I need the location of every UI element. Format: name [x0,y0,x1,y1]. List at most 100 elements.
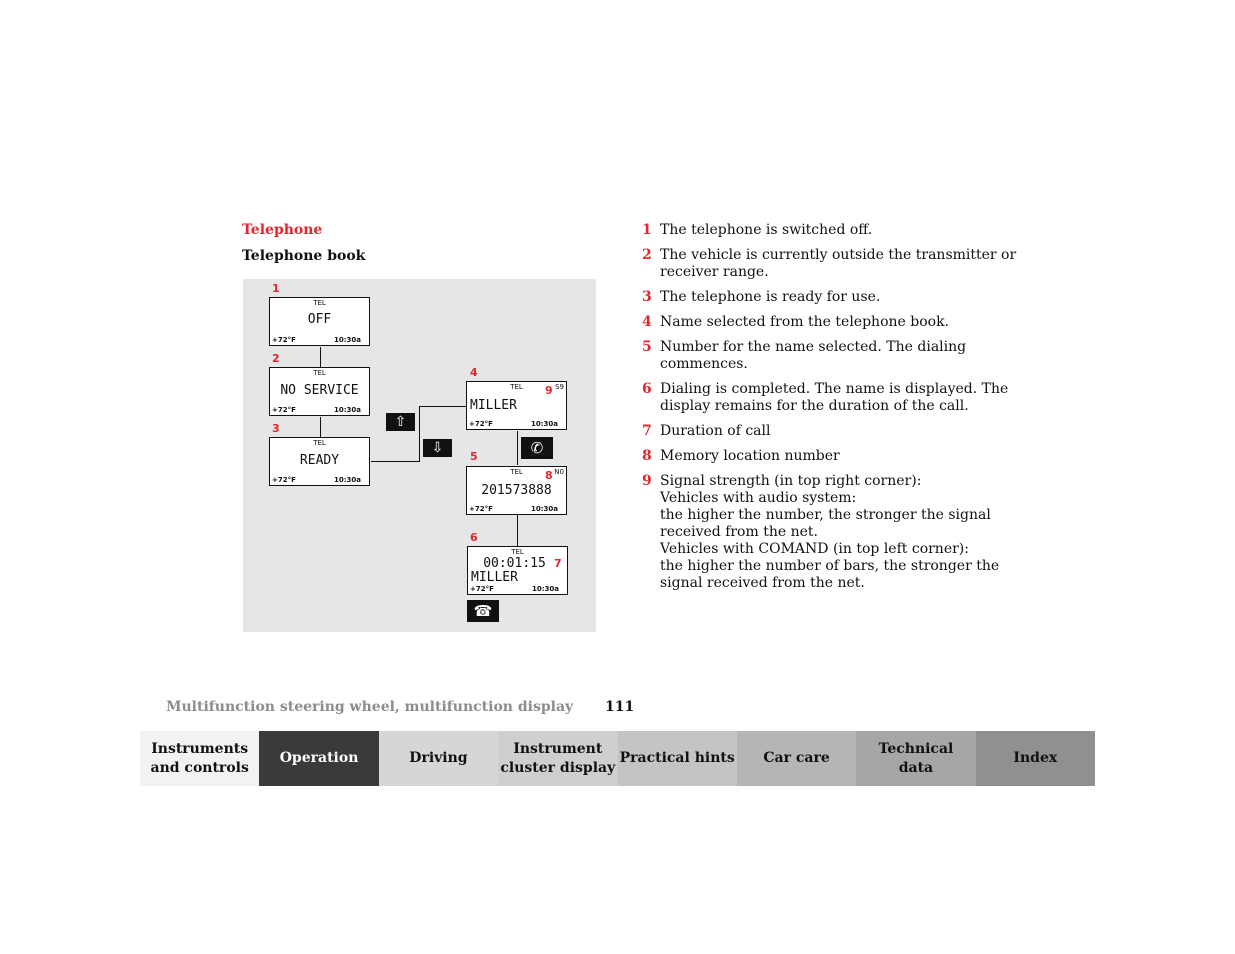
legend-item: 7 Duration of call [642,423,987,440]
lcd-temp: +72°F [469,505,493,513]
lcd-memory-location: N0 [554,468,564,476]
legend-text-line: commences. [660,356,748,372]
legend-text-line: Memory location number [660,448,840,464]
callout-number: 7 [554,557,562,570]
legend-number: 5 [642,339,652,355]
legend-text-line: Name selected from the telephone book. [660,314,949,330]
legend-number: 9 [642,473,652,489]
lcd-time: 10:30a [333,476,361,484]
legend-text: Dialing is completed. The name is displa… [660,381,1008,415]
down-arrow-key-icon: ⇩ [423,439,452,457]
legend-text-line: Duration of call [660,423,771,439]
nav-tab-label-line: data [898,759,934,776]
connector-line [320,347,321,368]
legend-text: Name selected from the telephone book. [660,314,987,331]
subsection-title: Telephone book [242,248,366,264]
lcd-main-text: 201573888 [481,483,552,498]
legend-number: 2 [642,247,652,263]
callout-number: 6 [470,531,478,544]
nav-tab-label-line: and controls [150,759,249,776]
legend-text-line: The vehicle is currently outside the tra… [660,247,1017,263]
legend-text-line: Signal strength (in top right corner): [660,473,922,489]
nav-tab-label-line: Operation [279,750,359,766]
lcd-temp: +72°F [470,585,494,593]
callout-number: 5 [470,450,478,463]
lcd-footer: +72°F 10:30a [272,476,361,484]
nav-tab[interactable]: Practical hints [617,731,737,786]
callout-number: 4 [470,366,478,379]
nav-tab-label-line: Index [1013,750,1058,766]
legend-text: The telephone is ready for use. [660,289,987,306]
legend-text: The telephone is switched off. [660,222,987,239]
connector-line [419,406,420,462]
lcd-signal-indicator: S9 [555,383,564,391]
lcd-call-duration: 00:01:15 [483,556,546,571]
nav-tab-label-line: cluster display [500,759,616,776]
legend-text: Number for the name selected. The dialin… [660,339,987,373]
legend-text-line: Dialing is completed. The name is displa… [660,381,1009,397]
legend-text-line: Vehicles with audio system: [660,490,857,506]
lcd-temp: +72°F [272,336,296,344]
lcd-time: 10:30a [333,406,361,414]
callout-number: 1 [272,282,280,295]
lcd-main-text: OFF [307,312,332,327]
legend-number: 8 [642,448,652,464]
nav-tab-label: Driving [409,749,467,768]
lcd-tel-label: TEL [510,468,523,476]
phone-send-key-icon: ✆ [521,437,553,459]
nav-tab-label: Practical hints [620,749,735,768]
nav-tab[interactable]: Driving [378,731,499,786]
legend-text-line: receiver range. [660,264,769,280]
lcd-tel-label: TEL [313,299,326,307]
lcd-tel-label: TEL [510,383,523,391]
nav-tab[interactable]: Index [975,731,1095,786]
connector-line [371,461,419,462]
legend-item: 8 Memory location number [642,448,987,465]
legend-number: 7 [642,423,652,439]
lcd-temp: +72°F [272,476,296,484]
legend-item: 2 The vehicle is currently outside the tr… [642,247,1016,281]
phone-end-key-icon: ☎ [467,600,499,622]
nav-tab-label: Instrument cluster display [500,740,615,778]
lcd-main-text: MILLER [470,398,517,413]
nav-tab[interactable]: Car care [736,731,857,786]
legend-text: Memory location number [660,448,987,465]
connector-line [517,515,518,546]
lcd-main-text-2: MILLER [471,570,518,585]
legend-text-line: Vehicles with COMAND (in top left corner… [660,541,969,557]
lcd-tel-label: TEL [313,439,326,447]
legend-text-line: signal received from the net. [660,575,865,591]
legend-text-line: display remains for the duration of the … [660,398,969,414]
legend-text: Signal strength (in top right corner):Ve… [660,473,999,592]
legend-number: 6 [642,381,652,397]
nav-tab-label-line: Practical hints [619,750,735,766]
nav-tab-label-line: Instrument [513,740,603,757]
nav-tab[interactable]: Operation [259,731,379,786]
legend-text-line: The telephone is ready for use. [660,289,881,305]
legend-text-line: Number for the name selected. The dialin… [660,339,967,355]
legend-text-line: the higher the number of bars, the stron… [660,558,1000,574]
nav-tab[interactable]: Instrument cluster display [498,731,618,786]
connector-line [320,417,321,438]
callout-number: 9 [545,384,553,397]
callout-number: 8 [545,469,553,482]
nav-tab-label-line: Driving [409,750,468,766]
